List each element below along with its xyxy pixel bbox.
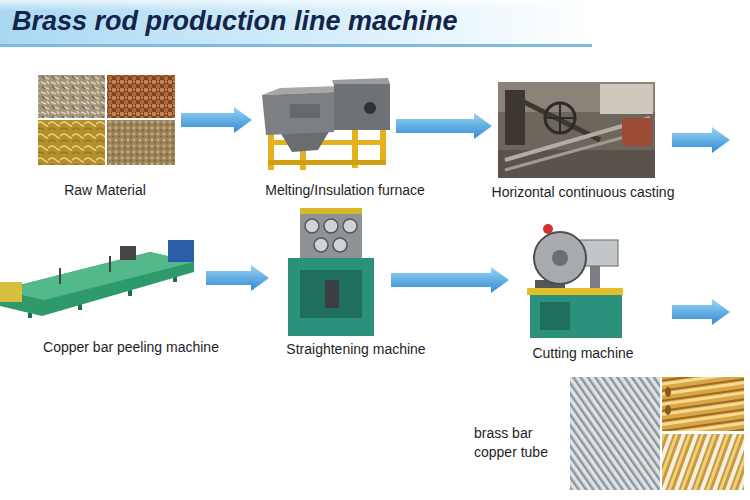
cutting-machine-picture [590,264,600,288]
caption: Copper bar peeling machine [43,338,219,357]
process-step: Straightening machine [275,208,385,338]
straightening-machine-picture [325,280,339,308]
flow-arrow [391,267,509,293]
caption-block: brass bar copper tube [474,424,562,462]
peeling-machine-picture [0,252,194,316]
raw-material-photo [38,120,105,165]
caption-block: Horizontal continuous casting [492,183,675,202]
title-banner [0,44,592,47]
furnace-picture [364,102,376,114]
caption-block: Raw Material [64,181,146,200]
flow-arrow [396,113,492,139]
cutting-machine-picture [552,250,568,266]
caption: Cutting machine [532,344,633,363]
straightening-machine-picture [324,219,338,233]
caption: Melting/Insulation furnace [265,181,425,200]
straightening-machine-picture [300,270,362,318]
raw-material-photo [107,120,175,165]
straightening-machine-picture [300,214,362,258]
process-step: Raw Material [38,75,175,165]
flow-arrow [206,265,269,291]
casting-photo [559,103,561,133]
straightening-machine-picture [343,219,357,233]
products-photo [662,377,744,431]
casting-photo [545,103,575,133]
cutting-machine-picture [530,294,622,338]
peeling-machine-picture [168,240,194,262]
process-step: Cutting machine [515,222,635,342]
process-step: Copper bar peeling machine [0,238,200,318]
casting-photo [498,82,655,178]
caption-block: Cutting machine [532,344,633,363]
title-banner [0,0,592,47]
caption: Straightening machine [286,340,425,359]
process-step: brass bar copper tube [570,377,744,490]
peeling-machine-picture [120,246,136,260]
furnace-picture [290,104,320,118]
straightening-machine-picture [300,208,362,214]
furnace-picture [262,78,390,170]
cutting-machine-picture [534,232,586,284]
caption: Raw Material [64,181,146,200]
products-photo [662,434,744,490]
title-holder: Brass rod production line machine [12,6,458,37]
process-step: Horizontal continuous casting [498,82,655,178]
straightening-machine-picture [305,219,319,233]
flow-arrow [672,299,730,325]
caption-block: Straightening machine [286,340,425,359]
raw-material-photo [107,75,175,118]
flow-arrow [672,127,730,153]
straightening-machine-picture [288,208,374,336]
casting-photo [622,118,652,146]
products-photo [570,377,660,490]
title: Brass rod production line machine [12,6,458,36]
furnace-picture [268,160,386,165]
cutting-machine-picture [543,224,553,234]
caption: Horizontal continuous casting [492,183,675,202]
caption: brass bar copper tube [474,424,562,462]
process-step: Melting/Insulation furnace [258,75,390,170]
casting-photo [498,82,655,178]
peeling-machine-picture [0,252,194,300]
peeling-machine-picture [59,268,61,284]
casting-photo [600,84,653,114]
furnace-picture [262,92,334,135]
products-photo [665,405,671,415]
raw-material-photo [38,75,105,118]
flow-arrow [672,127,730,325]
straightening-machine-picture [333,238,347,252]
cutting-machine-picture [540,302,570,330]
title-banner [0,0,592,46]
straightening-machine-picture [288,258,374,336]
products-photo [570,377,744,490]
straightening-machine-picture [314,238,328,252]
caption-block: Melting/Insulation furnace [265,181,425,200]
peeling-machine-picture [109,256,111,272]
raw-material-photo [38,75,175,165]
cutting-machine-picture [527,224,623,338]
products-photo [665,387,671,397]
flow-arrow [181,107,252,133]
peeling-machine-picture [0,240,194,318]
caption-block: Copper bar peeling machine [43,338,219,357]
cutting-machine-picture [527,288,623,295]
peeling-machine-picture [0,282,22,302]
furnace-picture [334,84,390,130]
